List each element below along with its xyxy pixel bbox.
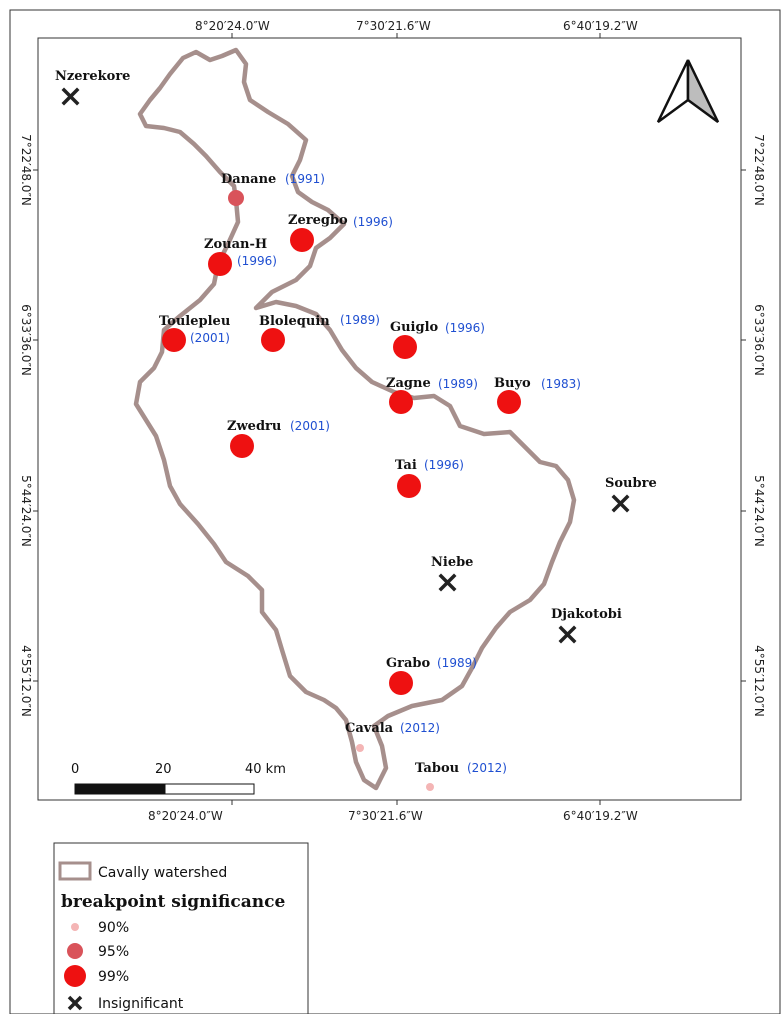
coord-bottom-1: 8°20′24.0″W — [148, 809, 223, 823]
station-marker-soubre[interactable] — [611, 494, 630, 513]
station-marker-nzerekore[interactable] — [61, 87, 80, 106]
coord-top-3: 6°40′19.2″W — [563, 19, 638, 33]
station-label-zwedru: Zwedru — [227, 419, 281, 434]
station-marker-cavala[interactable] — [356, 744, 364, 752]
scale-label-20: 20 — [155, 762, 172, 777]
legend-swatch-95 — [67, 943, 83, 959]
station-year-danane: (1991) — [285, 172, 325, 186]
station-label-soubre: Soubre — [605, 476, 657, 491]
north-arrow-icon — [656, 59, 720, 124]
coord-left-2: 6°33′36.0″N — [19, 304, 33, 376]
coord-right-3: 5°44′24.0″N — [752, 475, 766, 547]
map-frame — [37, 37, 742, 801]
station-label-zeregbo: Zeregbo — [288, 213, 348, 228]
station-label-toulepleu: Toulepleu — [159, 314, 230, 329]
station-marker-tabou[interactable] — [426, 783, 434, 791]
legend-label-99: 99% — [98, 969, 129, 985]
station-marker-buyo[interactable] — [497, 390, 521, 414]
station-year-blolequin: (1989) — [340, 313, 380, 327]
station-marker-zagne[interactable] — [389, 390, 413, 414]
legend-swatch-90 — [71, 923, 79, 931]
coord-top-1: 8°20′24.0″W — [195, 19, 270, 33]
station-year-zeregbo: (1996) — [353, 215, 393, 229]
station-year-guiglo: (1996) — [445, 321, 485, 335]
legend-watershed-label: Cavally watershed — [98, 865, 227, 881]
station-year-zouan-h: (1996) — [237, 254, 277, 268]
station-year-zwedru: (2001) — [290, 419, 330, 433]
legend-title: breakpoint significance — [61, 892, 285, 912]
station-year-cavala: (2012) — [400, 721, 440, 735]
legend-swatch-insignificant — [67, 995, 83, 1011]
station-year-toulepleu: (2001) — [190, 331, 230, 345]
legend-label-95: 95% — [98, 944, 129, 960]
legend-label-insignificant: Insignificant — [98, 996, 184, 1012]
station-marker-toulepleu[interactable] — [162, 328, 186, 352]
station-year-grabo: (1989) — [437, 656, 477, 670]
station-label-zouan-h: Zouan-H — [204, 237, 267, 252]
station-label-guiglo: Guiglo — [390, 320, 439, 335]
station-marker-djakotobi[interactable] — [558, 625, 577, 644]
station-label-blolequin: Blolequin — [259, 314, 330, 329]
station-label-nzerekore: Nzerekore — [55, 69, 130, 84]
station-year-tabou: (2012) — [467, 761, 507, 775]
station-year-buyo: (1983) — [541, 377, 581, 391]
legend: Cavally watershed breakpoint significanc… — [53, 842, 309, 1014]
station-marker-niebe[interactable] — [438, 573, 457, 592]
station-label-cavala: Cavala — [345, 721, 394, 736]
station-label-djakotobi: Djakotobi — [551, 607, 622, 622]
legend-label-90: 90% — [98, 920, 129, 936]
station-label-niebe: Niebe — [431, 555, 473, 570]
coord-right-2: 6°33′36.0″N — [752, 304, 766, 376]
scale-label-0: 0 — [71, 762, 79, 777]
coord-bottom-2: 7°30′21.6″W — [348, 809, 423, 823]
graticule-ticks — [33, 33, 746, 805]
station-label-grabo: Grabo — [386, 656, 430, 671]
station-year-tai: (1996) — [424, 458, 464, 472]
station-label-tabou: Tabou — [415, 761, 459, 776]
station-marker-zouan-h[interactable] — [208, 252, 232, 276]
legend-swatch-99 — [64, 965, 86, 987]
coord-right-1: 7°22′48.0″N — [752, 134, 766, 206]
coord-right-4: 4°55′12.0″N — [752, 645, 766, 717]
station-year-zagne: (1989) — [438, 377, 478, 391]
station-marker-danane[interactable] — [228, 190, 244, 206]
station-marker-zeregbo[interactable] — [290, 228, 314, 252]
coord-left-1: 7°22′48.0″N — [19, 134, 33, 206]
legend-watershed-swatch — [58, 861, 92, 881]
station-marker-blolequin[interactable] — [261, 328, 285, 352]
scale-bar — [74, 783, 255, 795]
coord-left-4: 4°55′12.0″N — [19, 645, 33, 717]
coord-left-3: 5°44′24.0″N — [19, 475, 33, 547]
coord-bottom-3: 6°40′19.2″W — [563, 809, 638, 823]
station-marker-zwedru[interactable] — [230, 434, 254, 458]
station-marker-tai[interactable] — [397, 474, 421, 498]
station-label-buyo: Buyo — [494, 376, 531, 391]
station-marker-grabo[interactable] — [389, 671, 413, 695]
station-marker-guiglo[interactable] — [393, 335, 417, 359]
cavally-watershed-outline — [133, 47, 577, 791]
coord-top-2: 7°30′21.6″W — [356, 19, 431, 33]
station-label-zagne: Zagne — [386, 376, 431, 391]
station-label-tai: Tai — [395, 458, 417, 473]
station-label-danane: Danane — [221, 172, 276, 187]
scale-label-40: 40 km — [245, 762, 286, 777]
